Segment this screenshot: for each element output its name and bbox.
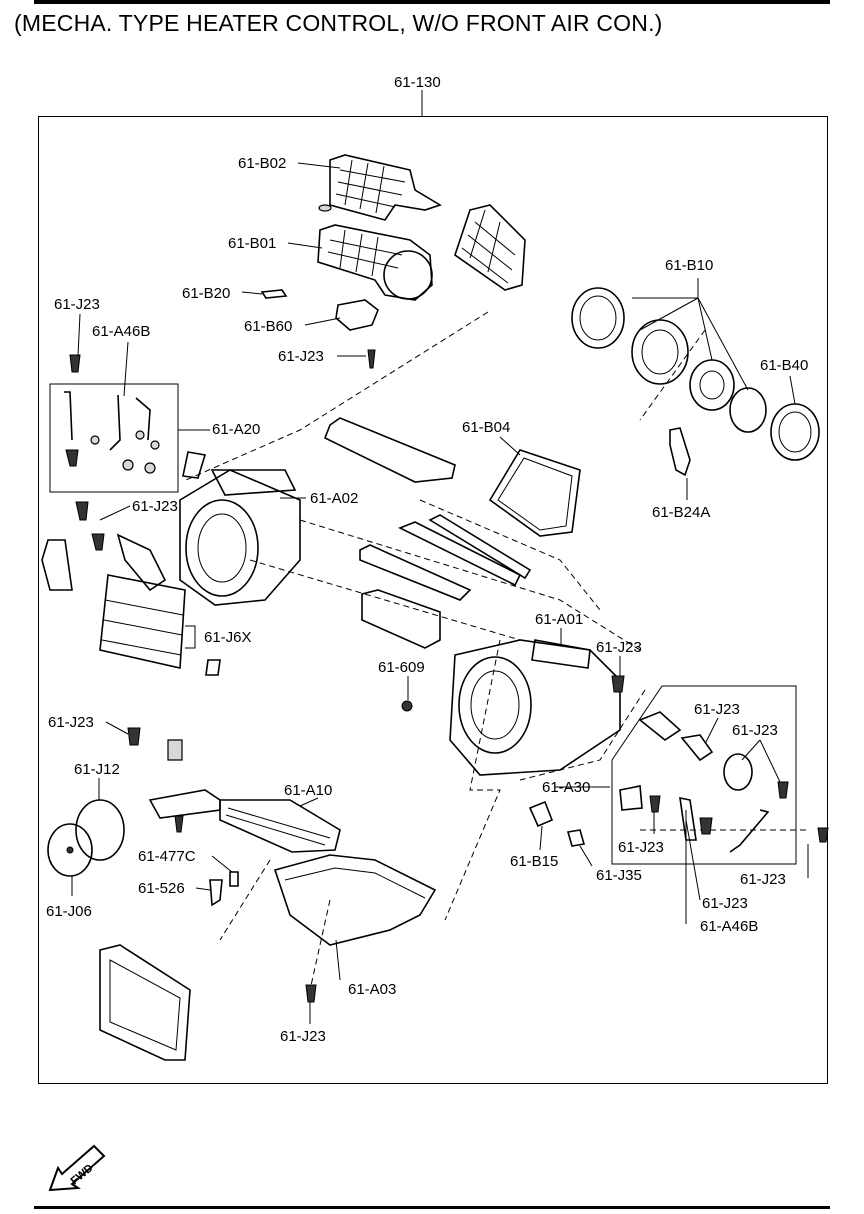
label-61-a02: 61-A02	[310, 490, 358, 507]
label-61-b60: 61-B60	[244, 318, 292, 335]
label-61-j23-a01: 61-J23	[596, 639, 642, 656]
part-61-b02-duct	[329, 154, 442, 221]
label-61-b10: 61-B10	[665, 257, 713, 274]
label-61-b04: 61-B04	[462, 419, 510, 436]
part-side-cover	[41, 539, 73, 591]
part-61-j12-j06-disc	[47, 799, 125, 877]
label-61-130: 61-130	[394, 74, 441, 91]
fwd-arrow-icon: FWD	[48, 1144, 106, 1192]
part-61-b01-intake	[317, 224, 433, 301]
label-61-a46b-top: 61-A46B	[92, 323, 150, 340]
bottom-rule	[34, 1206, 830, 1209]
label-61-b01: 61-B01	[228, 235, 276, 252]
part-61-b24a	[669, 427, 691, 477]
part-61-b15	[528, 800, 554, 828]
part-vent-plate	[361, 589, 441, 649]
part-61-a02-housing	[179, 451, 301, 606]
part-61-b04-seal	[488, 449, 581, 537]
label-61-j23-bottom: 61-J23	[280, 1028, 326, 1045]
part-61-a01-housing	[449, 639, 621, 776]
part-61-j6x-filter	[99, 574, 186, 669]
part-61-j35	[566, 829, 586, 847]
label-61-j23-core: 61-J23	[48, 714, 94, 731]
leader-lines	[71, 162, 809, 1024]
label-61-j6x: 61-J6X	[204, 629, 252, 646]
label-61-609: 61-609	[378, 659, 425, 676]
label-61-477c: 61-477C	[138, 848, 196, 865]
label-61-j35: 61-J35	[596, 867, 642, 884]
label-61-b15: 61-B15	[510, 853, 558, 870]
label-61-b02: 61-B02	[238, 155, 286, 172]
bracket-group-a20	[49, 383, 179, 493]
label-61-j23-left-mid: 61-J23	[132, 498, 178, 515]
part-61-526	[209, 879, 223, 907]
label-61-j23-a30: 61-J23	[618, 839, 664, 856]
label-61-j06: 61-J06	[46, 903, 92, 920]
part-61-a10-heater-core	[148, 789, 341, 853]
part-61-477c	[229, 871, 239, 887]
label-61-j23-top-left: 61-J23	[54, 296, 100, 313]
diagram-frame	[38, 116, 828, 1084]
bracket-group-a30	[611, 685, 797, 865]
page-title: (MECHA. TYPE HEATER CONTROL, W/O FRONT A…	[14, 10, 663, 36]
label-61-j23-right-mid: 61-J23	[732, 722, 778, 739]
part-cover-panel	[99, 944, 191, 1061]
part-61-b60	[335, 299, 379, 331]
part-grille-panel	[454, 204, 526, 291]
label-61-j23-right-top: 61-J23	[694, 701, 740, 718]
part-61-a03-lower-case	[273, 854, 437, 946]
label-61-j23-right-bottom: 61-J23	[740, 871, 786, 888]
label-61-a03: 61-A03	[348, 981, 396, 998]
label-61-a30: 61-A30	[542, 779, 590, 796]
part-61-b10-blower	[571, 287, 767, 433]
part-strip-b	[359, 544, 472, 601]
label-61-a20: 61-A20	[212, 421, 260, 438]
label-61-a01: 61-A01	[535, 611, 583, 628]
label-61-a46b-bottom: 61-A46B	[700, 918, 758, 935]
label-61-j23-b60: 61-J23	[278, 348, 324, 365]
part-frame-upper	[323, 417, 456, 483]
part-61-a46b-link-group	[64, 391, 160, 474]
label-61-b20: 61-B20	[182, 285, 230, 302]
label-61-b24a: 61-B24A	[652, 504, 710, 521]
label-61-526: 61-526	[138, 880, 185, 897]
part-61-b20	[260, 289, 288, 299]
part-61-b40-ring	[770, 403, 820, 461]
top-rule	[34, 0, 830, 4]
label-61-a10: 61-A10	[284, 782, 332, 799]
part-61-a30-cables	[619, 711, 770, 853]
label-61-b40: 61-B40	[760, 357, 808, 374]
label-61-j12: 61-J12	[74, 761, 120, 778]
label-61-j23-lower: 61-J23	[702, 895, 748, 912]
